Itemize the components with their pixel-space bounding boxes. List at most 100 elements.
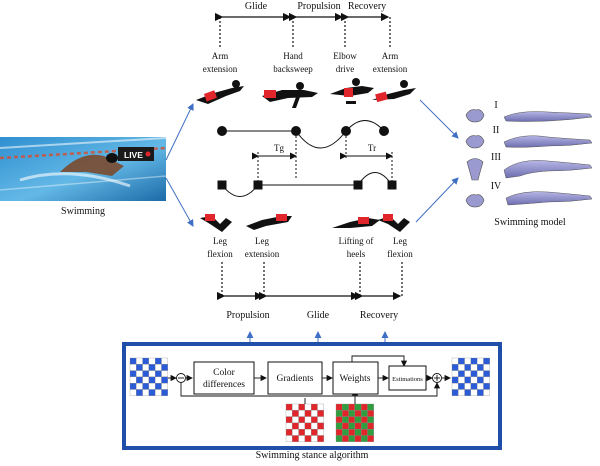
pattern-cell bbox=[348, 429, 356, 436]
leg-event-marker bbox=[253, 180, 263, 190]
pattern-cell bbox=[317, 435, 324, 442]
swimmer-elbow-drive-icon bbox=[330, 78, 374, 104]
leg-stage-label-4b: flexion bbox=[387, 249, 413, 259]
leg-stage-label-1a: Leg bbox=[213, 236, 227, 246]
algorithm-panel: Color differences Gradients Weights Esti… bbox=[122, 342, 502, 450]
model-stage-2: II bbox=[465, 125, 593, 149]
arm-timing-track bbox=[217, 120, 389, 149]
pattern-cell bbox=[464, 383, 472, 390]
pattern-cell bbox=[311, 416, 318, 424]
photo-to-diagram-arrows bbox=[165, 99, 459, 227]
arm-stage-label-1b: extension bbox=[203, 64, 238, 74]
bottom-phase-recovery: Recovery bbox=[360, 310, 398, 321]
pattern-cell bbox=[483, 383, 490, 390]
pattern-cell bbox=[361, 416, 368, 424]
pattern-cell bbox=[335, 416, 343, 424]
pattern-cell bbox=[464, 389, 472, 396]
pattern-cell bbox=[136, 370, 143, 378]
leg-stage-label-3a: Lifting of bbox=[339, 236, 374, 246]
pattern-cell bbox=[354, 429, 362, 436]
pattern-cell bbox=[155, 370, 162, 378]
pattern-cell bbox=[298, 435, 306, 442]
pattern-cell bbox=[335, 435, 343, 442]
pattern-cell bbox=[483, 370, 490, 378]
model-body-icon bbox=[505, 191, 593, 206]
pattern-cell bbox=[285, 422, 293, 430]
arm-stage-label-2a: Hand bbox=[283, 51, 303, 61]
arm-stage-label-4a: Arm bbox=[382, 51, 399, 61]
pattern-cell bbox=[367, 410, 374, 417]
pattern-cell bbox=[458, 357, 465, 365]
arm-stage-label-1a: Arm bbox=[212, 51, 229, 61]
pattern-cell bbox=[477, 389, 484, 396]
pattern-cell bbox=[335, 403, 343, 411]
pattern-cell bbox=[451, 376, 459, 384]
arm-event-marker bbox=[379, 126, 389, 136]
block-label-gradients: Gradients bbox=[277, 374, 314, 384]
pattern-cell bbox=[292, 416, 299, 424]
arm-stage-label-3b: drive bbox=[336, 64, 355, 74]
model-stage-3: III bbox=[466, 152, 593, 181]
pattern-cell bbox=[155, 389, 162, 396]
block-label-differences: differences bbox=[203, 379, 245, 390]
live-badge-label: LIVE bbox=[124, 150, 143, 160]
pattern-cell bbox=[477, 383, 484, 390]
estimations-block bbox=[388, 365, 427, 391]
pattern-cell bbox=[148, 370, 156, 378]
pattern-cell bbox=[142, 370, 150, 378]
pattern-cell bbox=[129, 357, 137, 365]
model-stage-numeral: III bbox=[491, 152, 501, 163]
pattern-cell bbox=[335, 410, 343, 417]
pattern-cell bbox=[292, 410, 299, 417]
swimmer-leg-flexion-icon bbox=[378, 214, 410, 232]
pattern-cell bbox=[148, 357, 156, 365]
pattern-cell bbox=[470, 383, 478, 390]
pattern-cell bbox=[483, 357, 490, 365]
pattern-cell bbox=[458, 370, 465, 378]
pattern-cell bbox=[458, 383, 465, 390]
pattern-cell bbox=[304, 429, 312, 436]
pattern-cell bbox=[311, 403, 318, 411]
photo-caption: Swimming bbox=[61, 206, 105, 217]
pattern-cell bbox=[317, 416, 324, 424]
pattern-cell bbox=[136, 357, 143, 365]
arm-stage-label-4b: extension bbox=[373, 64, 408, 74]
pattern-cell bbox=[464, 370, 472, 378]
pattern-cell bbox=[304, 416, 312, 424]
pattern-cell bbox=[317, 422, 324, 430]
pattern-cell bbox=[142, 389, 150, 396]
pattern-cell bbox=[458, 376, 465, 384]
swimming-photo: LIVE bbox=[0, 137, 167, 201]
pattern-cell bbox=[285, 403, 293, 411]
pattern-cell bbox=[317, 429, 324, 436]
phase-label-propulsion: Propulsion bbox=[297, 1, 340, 12]
model-cross-section-icon bbox=[465, 194, 485, 208]
pattern-cell bbox=[367, 435, 374, 442]
gradients-block bbox=[267, 361, 323, 395]
pattern-cell bbox=[483, 389, 490, 396]
pattern-cell bbox=[464, 357, 472, 365]
red-pattern-grid bbox=[285, 403, 324, 442]
pattern-cell bbox=[161, 383, 168, 390]
pattern-cell bbox=[367, 422, 374, 430]
pattern-cell bbox=[155, 357, 162, 365]
pattern-cell bbox=[285, 435, 293, 442]
pattern-cell bbox=[354, 422, 362, 430]
pattern-cell bbox=[317, 410, 324, 417]
algorithm-caption: Swimming stance algorithm bbox=[256, 450, 369, 461]
pattern-cell bbox=[354, 410, 362, 417]
pattern-cell bbox=[335, 429, 343, 436]
arm-event-marker bbox=[341, 126, 351, 136]
pattern-cell bbox=[367, 429, 374, 436]
pattern-cell bbox=[161, 357, 168, 365]
pattern-cell bbox=[342, 435, 349, 442]
weights-block bbox=[332, 361, 379, 395]
model-stage-numeral: II bbox=[493, 125, 500, 136]
pattern-cell bbox=[361, 410, 368, 417]
pattern-cell bbox=[161, 364, 168, 371]
recovery-time-label: Tr bbox=[368, 143, 376, 153]
pattern-cell bbox=[142, 376, 150, 384]
pattern-cell bbox=[142, 364, 150, 371]
model-cross-section-icon bbox=[466, 158, 484, 181]
